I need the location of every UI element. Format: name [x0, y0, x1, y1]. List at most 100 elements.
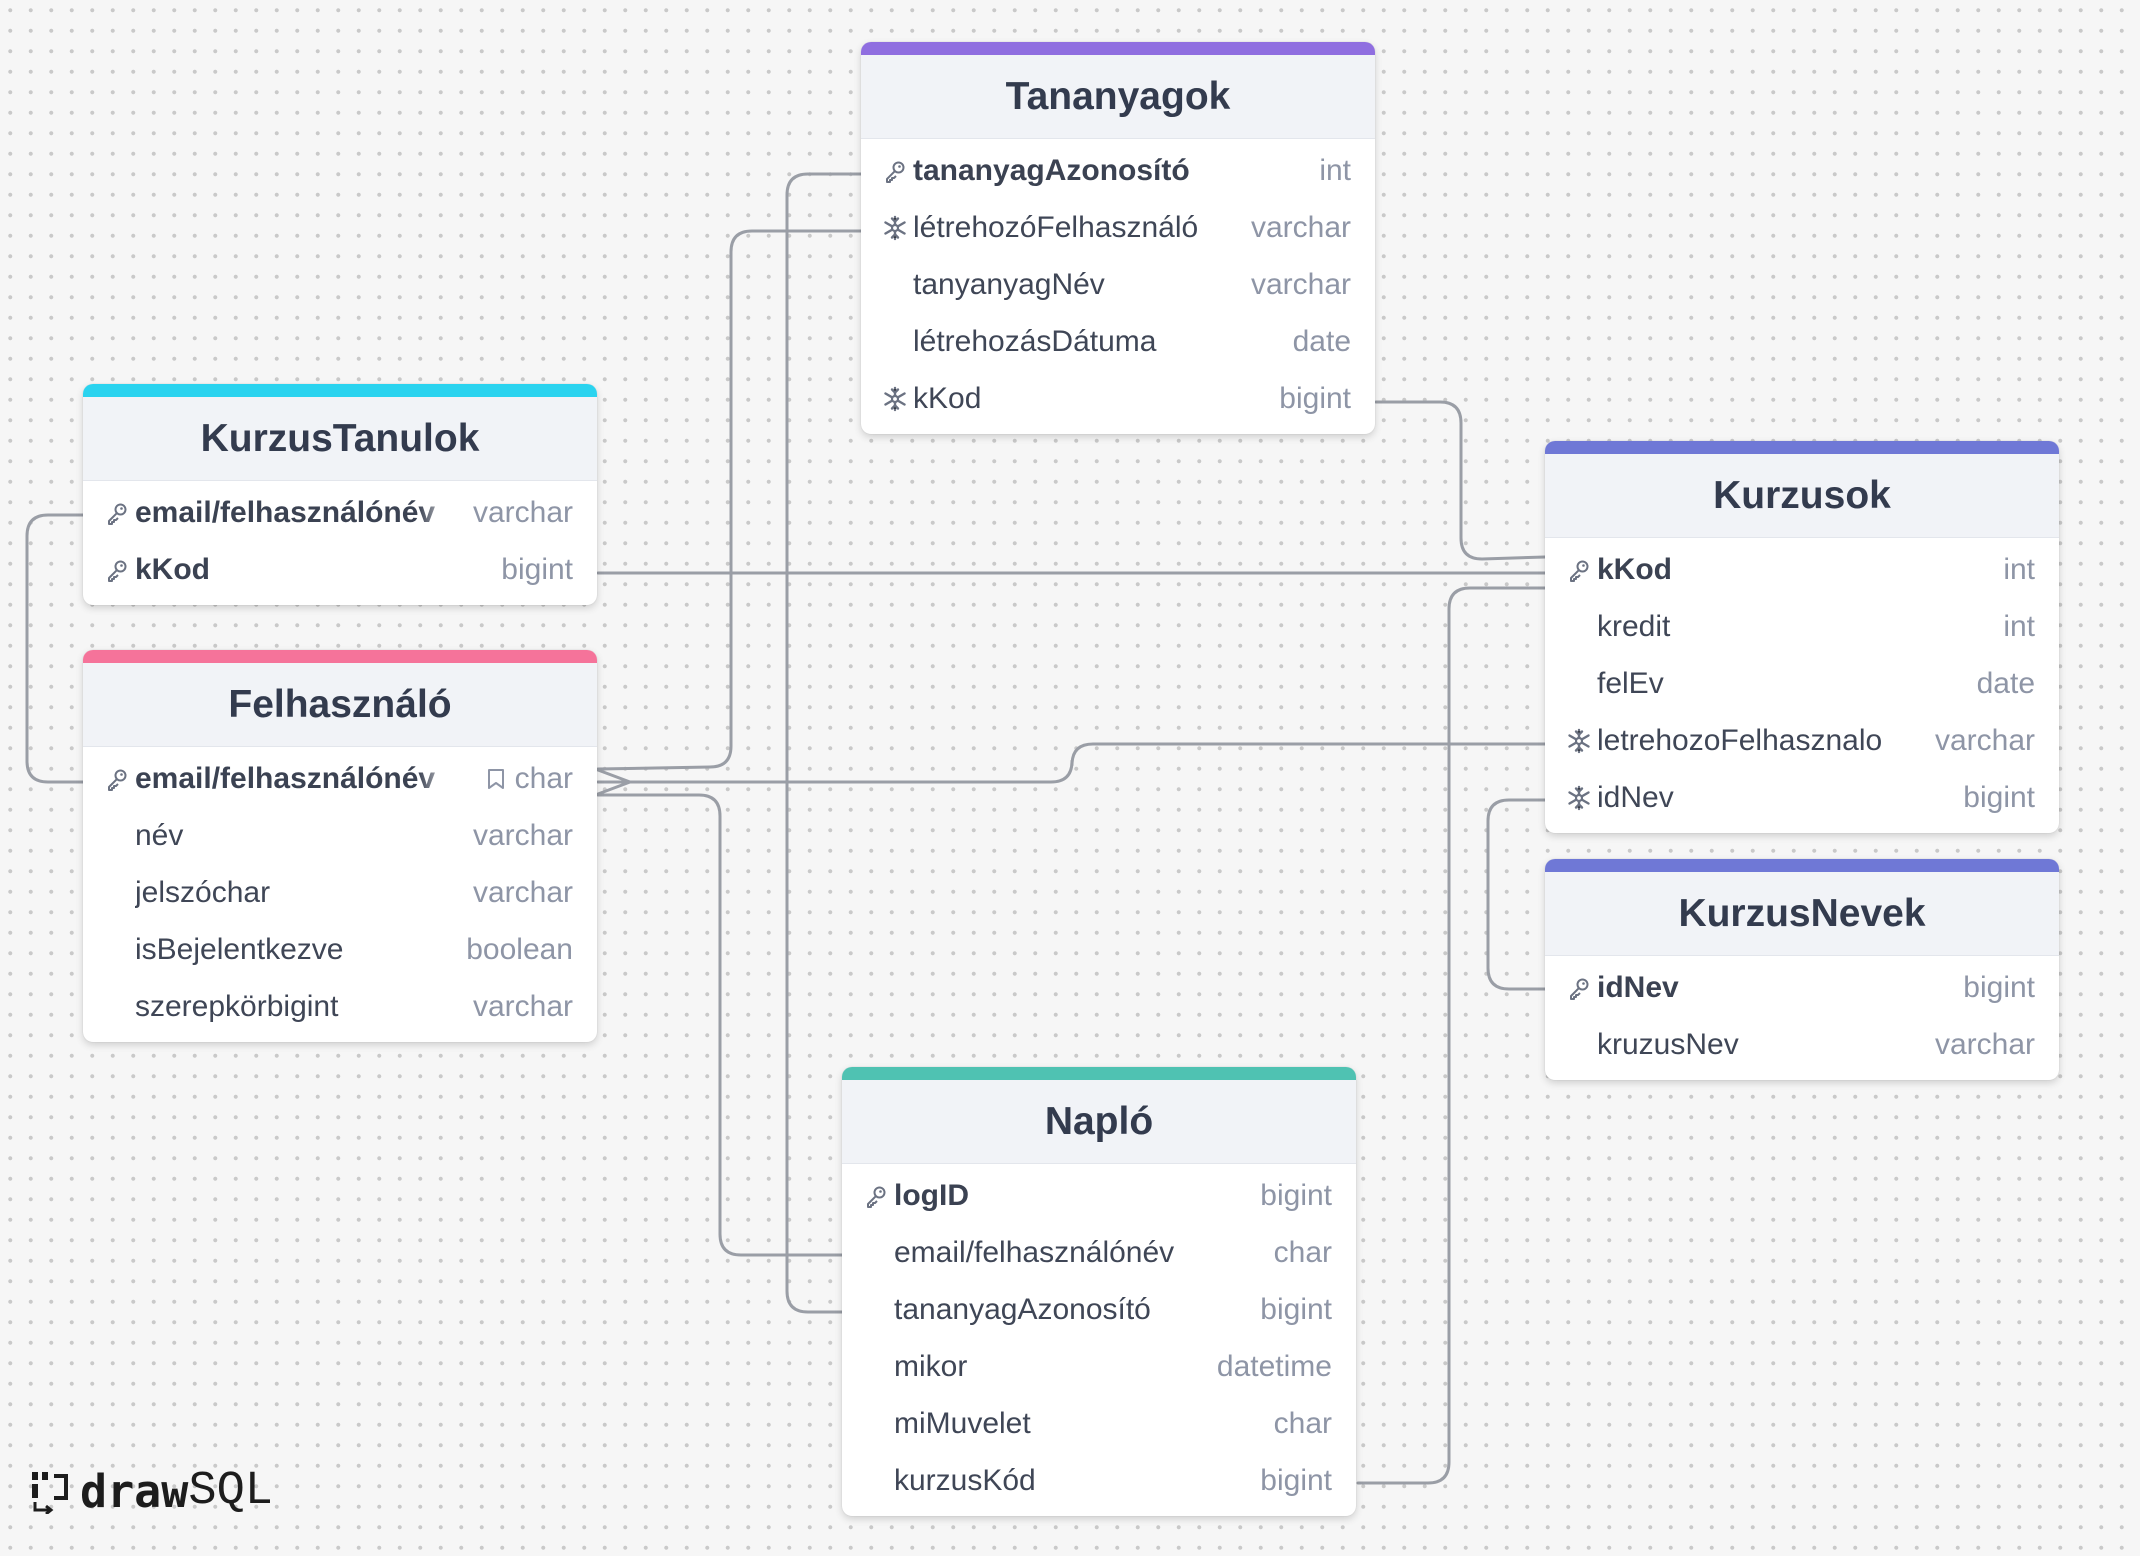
column-type-label: bigint — [1963, 781, 2035, 814]
column-name: szerepkörbigint — [135, 990, 339, 1023]
column-name: kKod — [135, 553, 210, 586]
column-type: int — [1319, 142, 1351, 199]
foreign-key-icon — [1565, 769, 1593, 826]
column-type: varchar — [473, 807, 573, 864]
column-row[interactable]: mikor datetime — [842, 1338, 1356, 1395]
table-accent-bar — [83, 650, 597, 663]
bookmark-icon — [487, 752, 505, 809]
column-type: datetime — [1217, 1338, 1332, 1395]
column-name: mikor — [894, 1350, 968, 1383]
column-name: idNev — [1597, 781, 1674, 814]
column-row[interactable]: szerepkörbigint varchar — [83, 978, 597, 1035]
column-type-label: bigint — [1260, 1293, 1332, 1326]
logo-text-draw: draw — [80, 1464, 189, 1518]
table-kurzustanulok[interactable]: KurzusTanulok email/felhasználónév varchar… — [83, 384, 597, 605]
column-type-label: varchar — [472, 990, 573, 1023]
column-type-label: bigint — [1260, 1464, 1332, 1497]
column-name: tanyanyagNév — [913, 268, 1105, 301]
column-row[interactable]: isBejelentkezve boolean — [83, 921, 597, 978]
column-type: varchar — [1935, 712, 2035, 769]
column-name: név — [135, 819, 184, 852]
foreign-key-icon — [881, 199, 909, 256]
relation-tananyagok-letrehozo-felhasznalo — [596, 229, 863, 771]
key-icon — [1565, 541, 1593, 598]
column-row[interactable]: név varchar — [83, 807, 597, 864]
key-icon — [881, 142, 909, 199]
column-name: email/felhasználónév — [135, 496, 436, 529]
column-type-label: bigint — [1963, 971, 2035, 1004]
relation-tananyagok-kkod-kurzusok — [1374, 400, 1547, 561]
relation-kurzusok-kurzusnevek — [1486, 798, 1547, 991]
column-type-label: bigint — [1279, 382, 1351, 415]
table-title[interactable]: KurzusTanulok — [83, 397, 597, 481]
column-type-label: varchar — [1934, 1028, 2035, 1061]
column-type-label: boolean — [466, 933, 573, 966]
column-name: felEv — [1597, 667, 1664, 700]
column-type-label: varchar — [1250, 268, 1351, 301]
column-row[interactable]: kurzusKód bigint — [842, 1452, 1356, 1509]
column-row[interactable]: email/felhasználónév varchar — [83, 484, 597, 541]
column-name: email/felhasználónév — [894, 1236, 1175, 1269]
column-row[interactable]: logID bigint — [842, 1167, 1356, 1224]
column-type-label: varchar — [472, 496, 573, 529]
column-name: kurzusKód — [894, 1464, 1036, 1497]
column-type: int — [2003, 598, 2035, 655]
table-title[interactable]: Kurzusok — [1545, 454, 2059, 538]
column-type: bigint — [1963, 769, 2035, 826]
drawsql-logo[interactable]: draw SQL — [30, 1464, 273, 1518]
column-type: varchar — [1935, 1016, 2035, 1073]
column-type: bigint — [1260, 1452, 1332, 1509]
column-name: letrehozoFelhasznalo — [1597, 724, 1883, 757]
foreign-key-icon — [881, 370, 909, 427]
column-type-label: int — [2003, 553, 2035, 586]
column-name: idNev — [1597, 971, 1679, 1004]
column-type-label: bigint — [1260, 1179, 1332, 1212]
column-type: bigint — [1260, 1167, 1332, 1224]
logo-text-sql: SQL — [188, 1464, 273, 1518]
column-name: logID — [894, 1179, 969, 1212]
column-type-label: varchar — [472, 819, 573, 852]
relation-naplo-kurzusok — [1356, 586, 1547, 1485]
table-title[interactable]: Tananyagok — [861, 55, 1375, 139]
column-type: varchar — [473, 978, 573, 1035]
table-accent-bar — [861, 42, 1375, 55]
table-naplo[interactable]: Napló logID bigint email/felhasználónév char… — [842, 1067, 1356, 1516]
column-type-label: char — [1273, 1407, 1332, 1440]
column-name: isBejelentkezve — [135, 933, 344, 966]
column-row[interactable]: idNev bigint — [1545, 769, 2059, 826]
column-row[interactable]: email/felhasználónév char — [842, 1224, 1356, 1281]
column-row[interactable]: letrehozoFelhasznalo varchar — [1545, 712, 2059, 769]
table-title[interactable]: KurzusNevek — [1545, 872, 2059, 956]
column-type-label: datetime — [1216, 1350, 1332, 1383]
column-row[interactable]: idNev bigint — [1545, 959, 2059, 1016]
column-type-label: char — [1273, 1236, 1332, 1269]
table-accent-bar — [1545, 859, 2059, 872]
table-columns: logID bigint email/felhasználónév char tanan… — [842, 1164, 1356, 1516]
column-type-label: varchar — [472, 876, 573, 909]
column-type: varchar — [1251, 199, 1351, 256]
table-title[interactable]: Felhasználó — [83, 663, 597, 747]
table-title[interactable]: Napló — [842, 1080, 1356, 1164]
column-type: int — [2003, 541, 2035, 598]
column-row[interactable]: tanyanyagNév varchar — [861, 256, 1375, 313]
